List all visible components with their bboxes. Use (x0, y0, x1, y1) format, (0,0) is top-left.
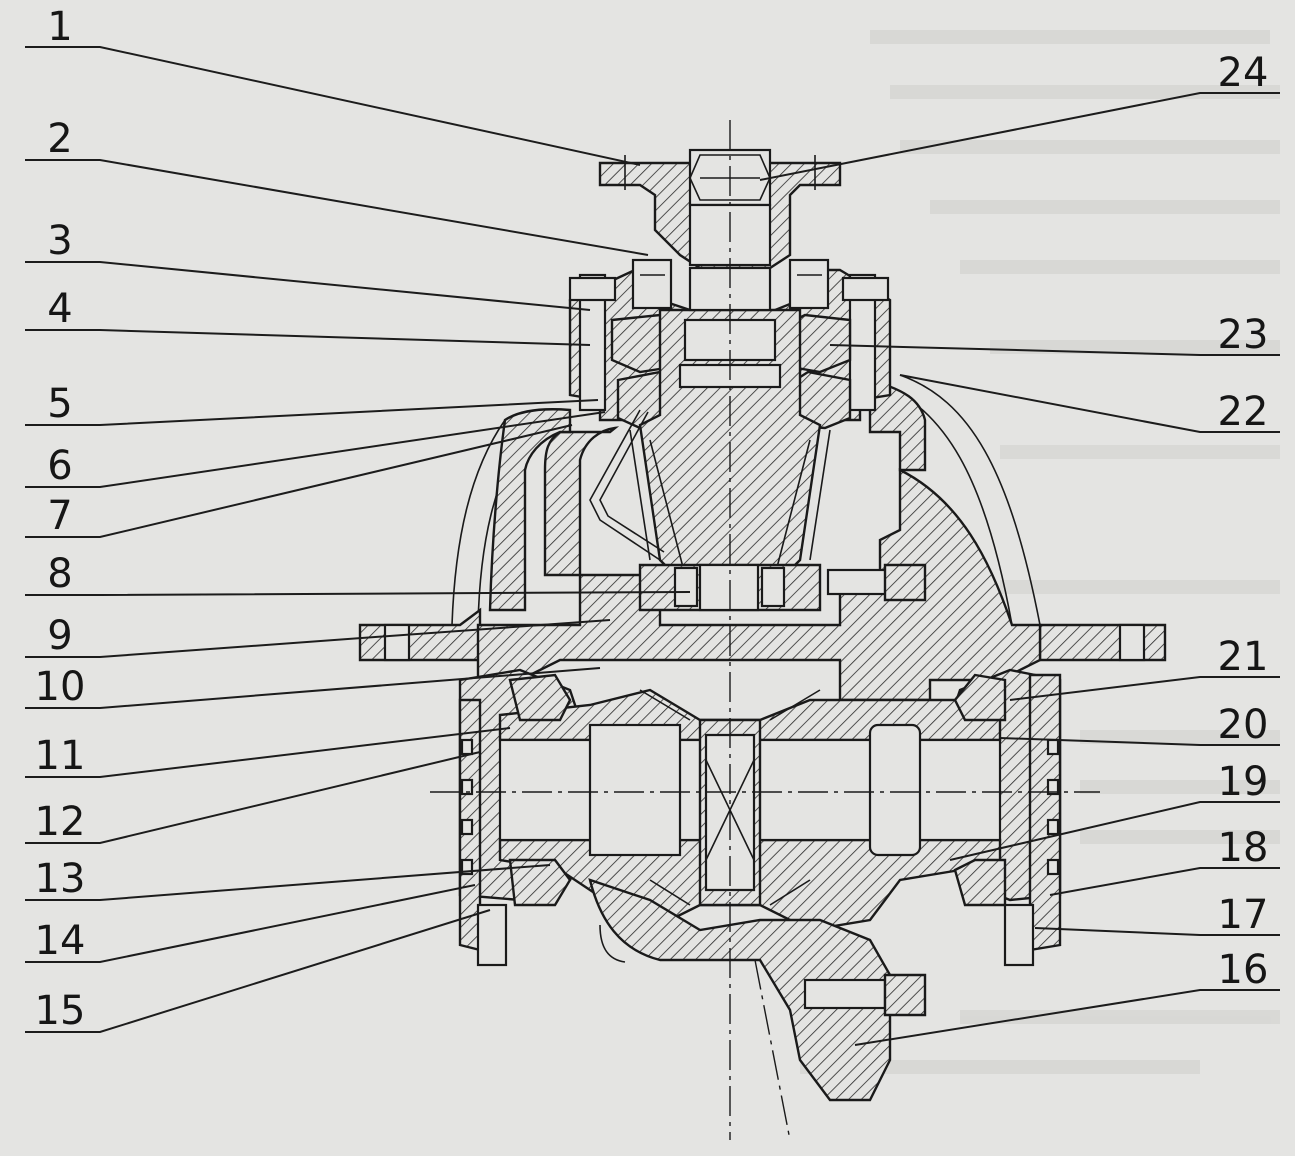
callout-7: 7 (47, 493, 72, 539)
bearing-cage (568, 258, 892, 430)
callout-14: 14 (35, 918, 86, 964)
callout-22: 22 (1218, 389, 1269, 435)
differential-carrier (458, 668, 1062, 932)
housing-outline (358, 374, 1167, 702)
callout-24: 24 (1218, 50, 1269, 96)
callout-12: 12 (35, 799, 86, 845)
bleed-through-marks (800, 30, 1280, 1074)
callout-2: 2 (47, 116, 72, 162)
callout-labels-right: 24 23 22 21 20 19 18 17 16 (1218, 50, 1269, 993)
callout-9: 9 (47, 613, 72, 659)
leader-lines (25, 46, 1280, 1046)
callout-11: 11 (35, 733, 86, 779)
ring-gear (588, 878, 927, 1102)
callout-1: 1 (47, 4, 72, 50)
callout-10: 10 (35, 664, 86, 710)
callout-8: 8 (47, 551, 72, 597)
callout-6: 6 (47, 443, 72, 489)
pilot-bearing (638, 563, 927, 612)
callout-21: 21 (1218, 634, 1269, 680)
callout-labels-left: 1 2 3 4 5 6 7 8 9 10 11 12 13 14 15 (35, 4, 86, 1034)
callout-15: 15 (35, 988, 86, 1034)
callout-13: 13 (35, 856, 86, 902)
callout-18: 18 (1218, 825, 1269, 871)
callout-19: 19 (1218, 759, 1269, 805)
center-lines (430, 120, 1100, 1141)
callout-5: 5 (47, 381, 72, 427)
callout-17: 17 (1218, 892, 1269, 938)
callout-20: 20 (1218, 702, 1269, 748)
callout-16: 16 (1218, 947, 1269, 993)
input-flange (598, 148, 842, 270)
callout-4: 4 (47, 286, 72, 332)
callout-23: 23 (1218, 312, 1269, 358)
callout-3: 3 (47, 218, 72, 264)
